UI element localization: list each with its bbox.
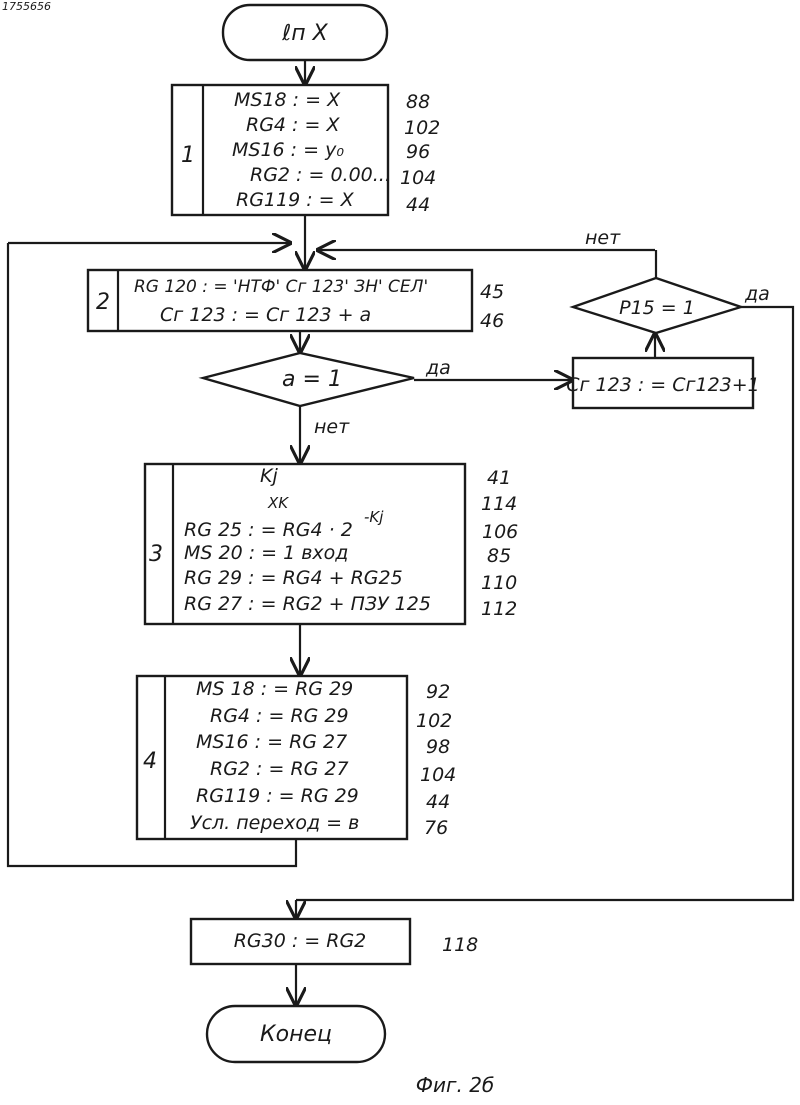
block4-refs: 92 102 98 104 44 76 bbox=[416, 681, 456, 839]
decision-a-yes: да bbox=[425, 357, 451, 379]
block2-ref-2: 46 bbox=[480, 310, 504, 332]
block4-line-5: RG119 : = RG 29 bbox=[196, 785, 359, 807]
header-mark: 1755656 bbox=[2, 0, 51, 13]
block3-line-ms20: MS 20 : = 1 вход bbox=[184, 542, 348, 564]
block1-line-2: RG4 : = X bbox=[246, 114, 340, 136]
decision-p15-no: нет bbox=[585, 227, 621, 249]
block3-xk: XK bbox=[267, 494, 289, 512]
decision-p15: P15 = 1 bbox=[573, 278, 741, 333]
block1-line-1: MS18 : = X bbox=[234, 89, 341, 111]
block3-line-rg27: RG 27 : = RG2 + ПЗУ 125 bbox=[184, 593, 431, 615]
process-block-3: 3 Kj XK RG 25 : = RG4 · 2 -Kj MS 20 : = … bbox=[145, 464, 465, 624]
block3-refs: 41 114 106 85 110 112 bbox=[481, 467, 518, 620]
block4-line-6: Усл. переход = в bbox=[190, 812, 359, 834]
block2-number: 2 bbox=[96, 290, 110, 315]
block3-kj: Kj bbox=[260, 465, 278, 487]
block1-line-4: RG2 : = 0.00... bbox=[250, 164, 391, 186]
increment-box: Сг 123 : = Сг123+1 bbox=[566, 358, 760, 408]
block1-ref-3: 96 bbox=[406, 141, 430, 163]
block3-number: 3 bbox=[149, 542, 163, 567]
block2-line-1: RG 120 : = 'НТФ' Сг 123' ЗН' СЕЛ' bbox=[134, 277, 428, 297]
block1-number: 1 bbox=[181, 143, 195, 168]
decision-a: а = 1 bbox=[203, 353, 414, 406]
decision-a-label: а = 1 bbox=[282, 367, 342, 392]
block1-line-3: MS16 : = y₀ bbox=[232, 139, 344, 161]
block3-line-rg29: RG 29 : = RG4 + RG25 bbox=[184, 567, 403, 589]
block4-ref-6: 76 bbox=[424, 817, 448, 839]
process-block-2: 2 RG 120 : = 'НТФ' Сг 123' ЗН' СЕЛ' Сг 1… bbox=[88, 270, 472, 331]
block4-ref-4: 104 bbox=[420, 764, 456, 786]
block1-ref-1: 88 bbox=[406, 91, 430, 113]
start-label: ℓп X bbox=[281, 21, 328, 46]
block3-rg25-exp: -Kj bbox=[364, 508, 384, 526]
block1-ref-2: 102 bbox=[404, 117, 440, 139]
block4-ref-2: 102 bbox=[416, 710, 452, 732]
block4-line-3: MS16 : = RG 27 bbox=[196, 731, 347, 753]
block3-rg25-main: RG 25 : = RG4 · 2 bbox=[184, 519, 353, 541]
decision-p15-yes: да bbox=[744, 283, 770, 305]
process-block-1: 1 MS18 : = X RG4 : = X MS16 : = y₀ RG2 :… bbox=[172, 85, 391, 215]
decision-p15-label: P15 = 1 bbox=[619, 297, 695, 319]
process-block-5: RG30 : = RG2 bbox=[191, 919, 410, 964]
process-block-4: 4 MS 18 : = RG 29 RG4 : = RG 29 MS16 : =… bbox=[137, 676, 407, 839]
end-terminal: Конец bbox=[207, 1006, 385, 1062]
block4-line-4: RG2 : = RG 27 bbox=[210, 758, 349, 780]
block5-ref: 118 bbox=[442, 934, 478, 956]
block3-ref-4: 85 bbox=[487, 545, 511, 567]
block3-ref-2: 114 bbox=[481, 493, 517, 515]
start-terminal: ℓп X bbox=[223, 5, 387, 60]
block3-ref-1: 41 bbox=[487, 467, 511, 489]
block2-line-2: Сг 123 : = Сг 123 + а bbox=[160, 304, 371, 326]
block3-ref-5: 110 bbox=[481, 572, 517, 594]
block3-ref-6: 112 bbox=[481, 598, 517, 620]
block4-line-1: MS 18 : = RG 29 bbox=[196, 678, 353, 700]
block5-label: RG30 : = RG2 bbox=[234, 930, 367, 952]
increment-label: Сг 123 : = Сг123+1 bbox=[566, 374, 760, 396]
block2-ref-1: 45 bbox=[480, 281, 504, 303]
block1-line-5: RG119 : = X bbox=[236, 189, 355, 211]
block1-ref-5: 44 bbox=[406, 194, 430, 216]
decision-a-no: нет bbox=[314, 416, 350, 438]
block1-ref-4: 104 bbox=[400, 167, 436, 189]
block1-refs: 88 102 96 104 44 bbox=[400, 91, 440, 216]
end-label: Конец bbox=[260, 1022, 332, 1047]
block4-line-2: RG4 : = RG 29 bbox=[210, 705, 349, 727]
block4-ref-5: 44 bbox=[426, 791, 450, 813]
block4-ref-3: 98 bbox=[426, 736, 450, 758]
block4-number: 4 bbox=[143, 749, 157, 774]
block4-ref-1: 92 bbox=[426, 681, 450, 703]
block3-ref-3: 106 bbox=[482, 521, 518, 543]
figure-caption: Фиг. 2б bbox=[416, 1073, 495, 1097]
